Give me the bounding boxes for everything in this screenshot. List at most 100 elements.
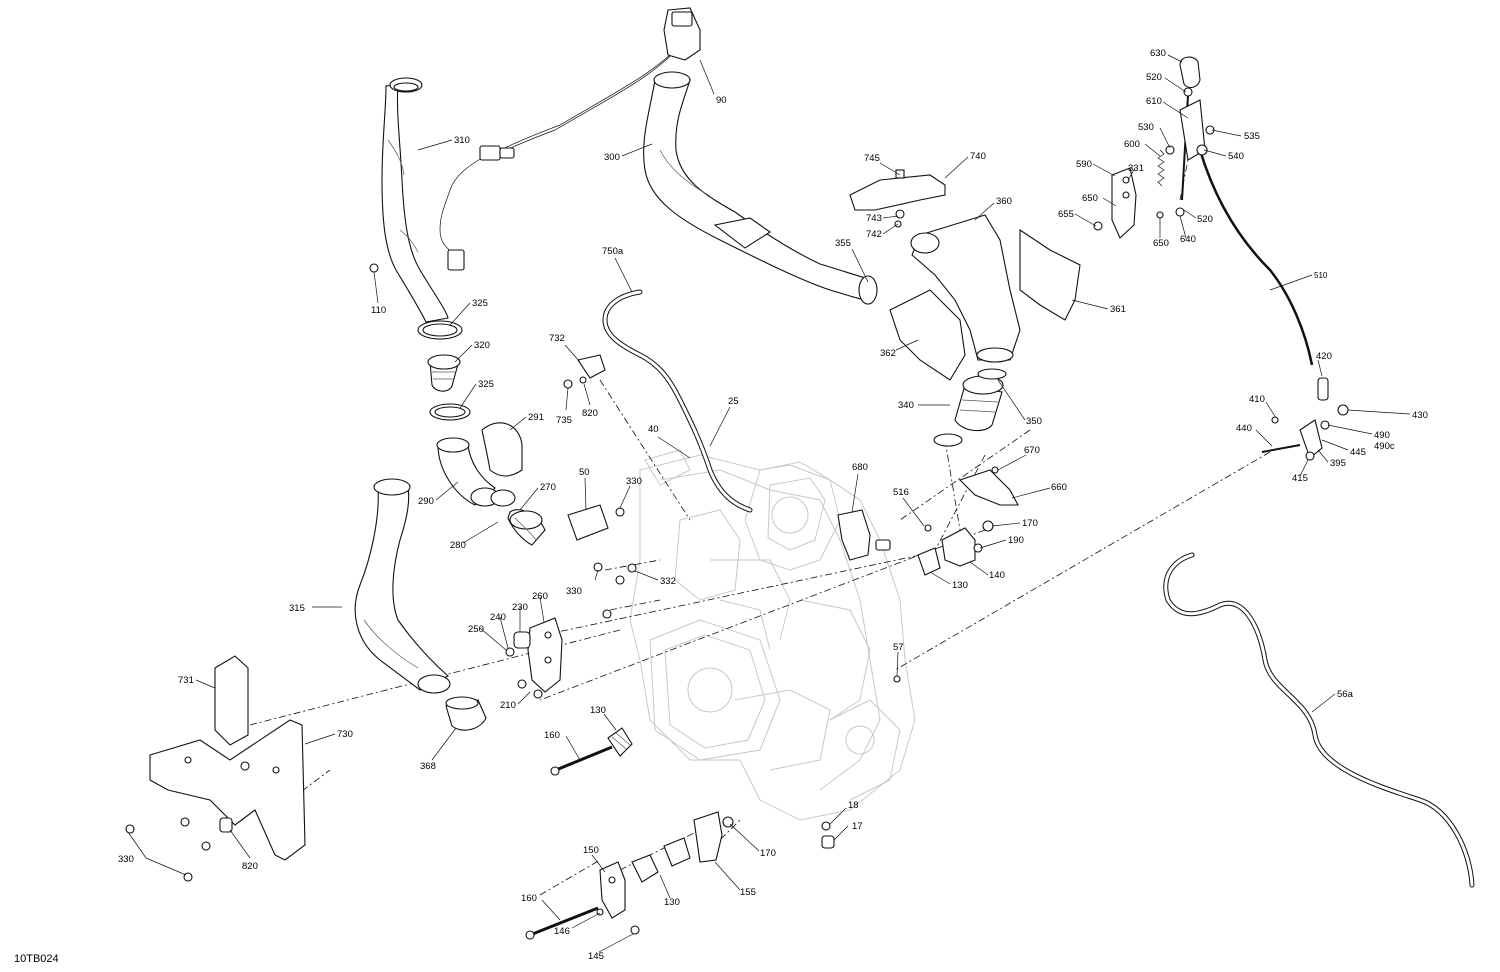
callout-732: 732 bbox=[549, 333, 565, 344]
mounting-plate-730 bbox=[149, 719, 306, 861]
assembly-lines bbox=[249, 149, 1271, 896]
duct-291 bbox=[481, 422, 523, 477]
shift-rod-510 bbox=[1198, 149, 1314, 366]
callout-440: 440 bbox=[1236, 423, 1252, 434]
callout-280: 280 bbox=[450, 540, 466, 551]
callout-170a: 170 bbox=[1022, 518, 1038, 529]
callout-350: 350 bbox=[1026, 416, 1042, 427]
callout-520b: 520 bbox=[1197, 214, 1213, 225]
callout-40: 40 bbox=[648, 424, 659, 435]
bracket-155 bbox=[693, 811, 723, 863]
callout-361: 361 bbox=[1110, 304, 1126, 315]
callout-368: 368 bbox=[420, 761, 436, 772]
callout-57: 57 bbox=[893, 642, 904, 653]
callout-146: 146 bbox=[554, 926, 570, 937]
shift-knob-630 bbox=[1179, 56, 1201, 89]
shift-bracket-590 bbox=[1111, 167, 1137, 239]
callout-90: 90 bbox=[716, 95, 727, 106]
callout-445: 445 bbox=[1350, 447, 1366, 458]
callout-516: 516 bbox=[893, 487, 909, 498]
callout-330b: 330 bbox=[566, 586, 582, 597]
callout-410: 410 bbox=[1249, 394, 1265, 405]
heat-shield-361 bbox=[1019, 228, 1081, 321]
clamp-350 bbox=[933, 368, 1007, 447]
callout-320: 320 bbox=[474, 340, 490, 351]
isolator-130c bbox=[631, 837, 691, 883]
bolt-160a bbox=[550, 745, 613, 776]
airbox-360 bbox=[910, 214, 1021, 363]
fasteners-330c-820b bbox=[125, 817, 233, 882]
callout-330a: 330 bbox=[626, 476, 642, 487]
callout-430: 430 bbox=[1412, 410, 1428, 421]
callout-315: 315 bbox=[289, 603, 305, 614]
guard-660 bbox=[958, 469, 1019, 506]
bracket-740 bbox=[849, 174, 946, 211]
callout-745: 745 bbox=[864, 153, 880, 164]
callout-680: 680 bbox=[852, 462, 868, 473]
callout-300: 300 bbox=[604, 152, 620, 163]
callout-56a: 56a bbox=[1337, 689, 1354, 700]
intake-duct-300 bbox=[643, 71, 873, 301]
mount-bracket-260 bbox=[527, 617, 563, 693]
callout-145: 145 bbox=[588, 951, 604, 962]
bolt-160b bbox=[525, 906, 599, 940]
linkage-420-430-490 bbox=[1261, 377, 1349, 461]
callout-18: 18 bbox=[848, 800, 859, 811]
screws-330-332 bbox=[593, 507, 637, 619]
callout-420: 420 bbox=[1316, 351, 1332, 362]
leader-lines bbox=[127, 54, 1411, 953]
callout-750a: 750a bbox=[602, 246, 624, 257]
callout-490c: 490c bbox=[1374, 441, 1395, 452]
callout-130b: 130 bbox=[590, 705, 606, 716]
callout-650b: 650 bbox=[1153, 238, 1169, 249]
callout-742: 742 bbox=[866, 229, 882, 240]
callout-395: 395 bbox=[1330, 458, 1346, 469]
isolator-230 bbox=[513, 631, 531, 649]
vent-hose-750a bbox=[602, 289, 753, 513]
callout-130a: 130 bbox=[952, 580, 968, 591]
mount-140 bbox=[941, 527, 983, 567]
callout-310: 310 bbox=[454, 135, 470, 146]
sleeve-368 bbox=[445, 696, 487, 731]
callout-510: 510 bbox=[1314, 271, 1328, 280]
callout-325b: 325 bbox=[478, 379, 494, 390]
callout-230: 230 bbox=[512, 602, 528, 613]
callout-630: 630 bbox=[1150, 48, 1166, 59]
callout-735: 735 bbox=[556, 415, 572, 426]
callout-50: 50 bbox=[579, 467, 590, 478]
callout-260: 260 bbox=[532, 591, 548, 602]
callout-530: 530 bbox=[1138, 122, 1154, 133]
callout-660: 660 bbox=[1051, 482, 1067, 493]
callout-362: 362 bbox=[880, 348, 896, 359]
callout-155: 155 bbox=[740, 887, 756, 898]
callout-25: 25 bbox=[728, 396, 739, 407]
callout-270: 270 bbox=[540, 482, 556, 493]
isolator-130b bbox=[607, 727, 633, 757]
callout-160b: 160 bbox=[521, 893, 537, 904]
heat-shield-362 bbox=[889, 289, 966, 381]
callout-355: 355 bbox=[835, 238, 851, 249]
fasteners-240-250-210 bbox=[505, 647, 543, 699]
callout-730: 730 bbox=[337, 729, 353, 740]
air-filter-340 bbox=[954, 375, 1004, 432]
hose-clamp-325b bbox=[429, 403, 471, 421]
callout-490: 490 bbox=[1374, 430, 1390, 441]
callout-17: 17 bbox=[852, 821, 863, 832]
bracket-680 bbox=[837, 509, 891, 561]
callout-110: 110 bbox=[371, 305, 386, 316]
callout-291: 291 bbox=[528, 412, 544, 423]
callout-160a: 160 bbox=[544, 730, 560, 741]
screw-110 bbox=[369, 263, 379, 273]
plate-50 bbox=[567, 504, 609, 541]
callout-520a: 520 bbox=[1146, 72, 1162, 83]
callout-130c: 130 bbox=[664, 897, 680, 908]
hose-clamp-325a bbox=[417, 320, 463, 340]
callout-650a: 650 bbox=[1082, 193, 1098, 204]
callout-610: 610 bbox=[1146, 96, 1162, 107]
callout-332: 332 bbox=[660, 576, 676, 587]
callout-340: 340 bbox=[898, 400, 914, 411]
callout-190: 190 bbox=[1008, 535, 1024, 546]
wiring-harness-90 bbox=[439, 7, 701, 271]
callout-210: 210 bbox=[500, 700, 516, 711]
duct-290 bbox=[436, 437, 500, 507]
